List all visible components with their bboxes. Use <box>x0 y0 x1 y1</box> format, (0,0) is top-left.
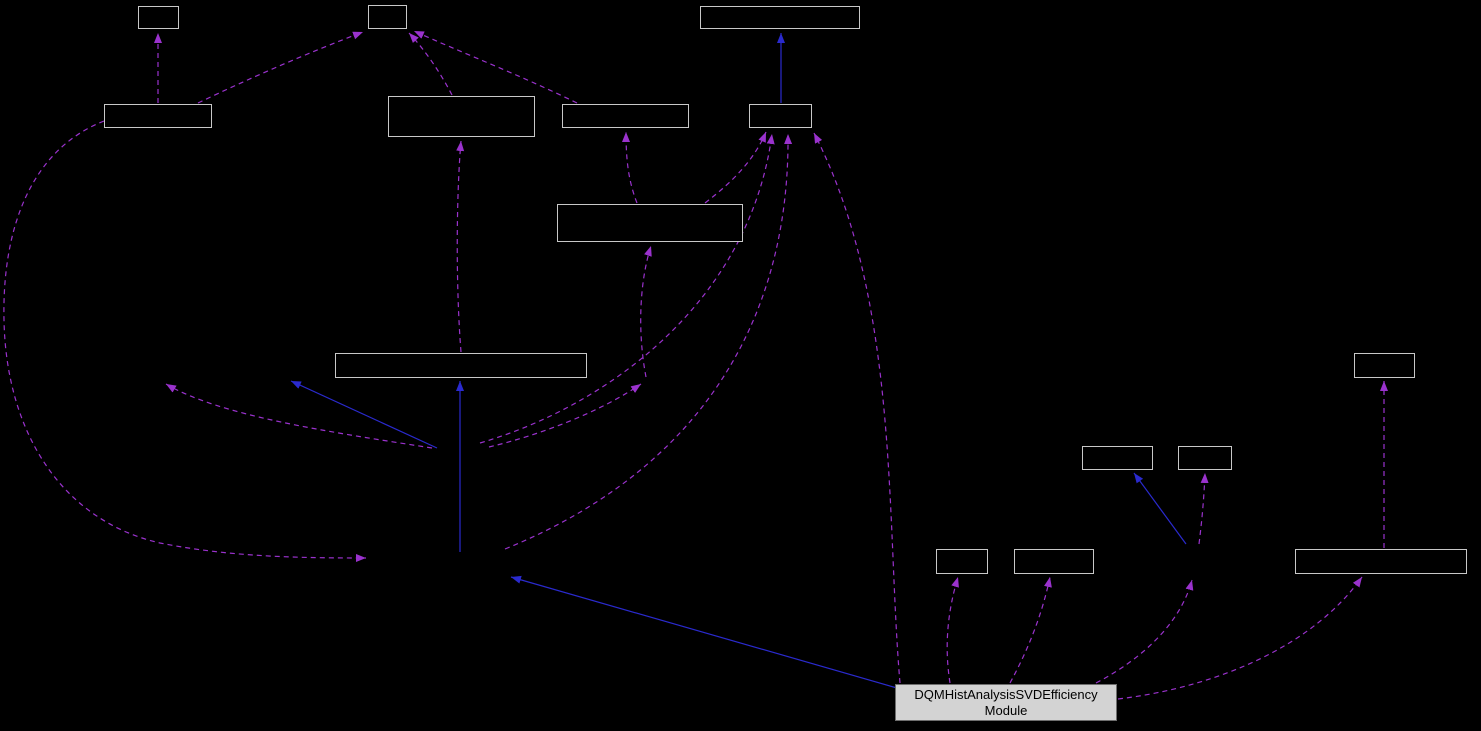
class-node-15[interactable] <box>1295 549 1467 574</box>
edge-usage-base-node7 <box>504 133 793 550</box>
class-node-2[interactable] <box>368 5 407 29</box>
edge-inherit-main-base <box>510 575 898 689</box>
edge-inherit-junction-node11 <box>1133 472 1187 545</box>
edge-usage-main-junction <box>1095 579 1194 684</box>
class-node-4[interactable] <box>104 104 212 128</box>
edge-usage-node4-node2 <box>197 31 364 104</box>
edge-usage-main-node7 <box>813 132 901 684</box>
class-node-10[interactable] <box>1354 353 1415 378</box>
edge-usage-hub-midnode <box>488 383 642 448</box>
edge-usage-hub-node7 <box>479 133 775 444</box>
class-node-8[interactable] <box>557 204 743 242</box>
class-node-5[interactable] <box>388 96 535 137</box>
class-node-14[interactable] <box>1014 549 1094 574</box>
class-node-6[interactable] <box>562 104 689 128</box>
edge-inherit-hub-left <box>290 380 438 449</box>
class-node-12[interactable] <box>1178 446 1232 470</box>
edge-usage-main-node14 <box>1009 576 1052 684</box>
edge-usage-main-node15 <box>1117 576 1363 700</box>
main-class-node[interactable]: DQMHistAnalysisSVDEfficiency Module <box>895 684 1117 721</box>
edge-usage-node9-node5 <box>456 140 465 353</box>
class-node-11[interactable] <box>1082 446 1153 470</box>
edge-usage-junction-node12 <box>1198 472 1209 545</box>
edge-usage-node8-node6 <box>622 131 638 204</box>
main-class-label-line1: DQMHistAnalysisSVDEfficiency <box>914 686 1098 702</box>
edge-usage-main-node13 <box>946 576 959 684</box>
class-node-9[interactable] <box>335 353 587 378</box>
class-node-7[interactable] <box>749 104 812 128</box>
class-node-3[interactable] <box>700 6 860 29</box>
class-node-13[interactable] <box>936 549 988 574</box>
edge-usage-hub-left <box>165 383 433 449</box>
edge-usage-node4-base-longcurve <box>3 120 367 562</box>
edge-usage-midnode-node8 <box>640 245 652 378</box>
edge-usage-node6-node2 <box>413 30 578 104</box>
edge-usage-node8-node7 <box>704 131 767 204</box>
class-node-1[interactable] <box>138 6 179 29</box>
main-class-label-line2: Module <box>984 702 1028 718</box>
edge-usage-node5-node2 <box>408 32 453 96</box>
